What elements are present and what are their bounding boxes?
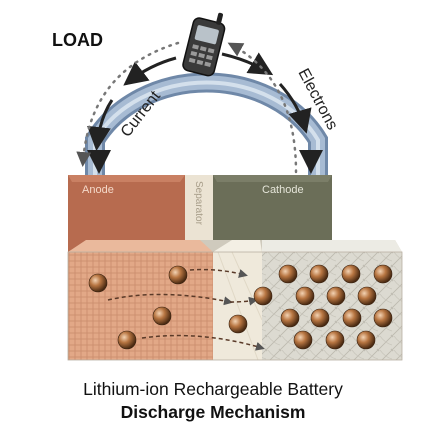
separator-label: Separator — [193, 181, 204, 226]
cathode-label: Cathode — [262, 184, 304, 196]
ion-flow-arrows — [107, 268, 265, 351]
anode-block — [68, 240, 213, 360]
caption-subtitle: Discharge Mechanism — [120, 402, 306, 422]
lithium-ions — [88, 264, 393, 350]
phone-icon — [182, 12, 226, 77]
electron-flow-dots — [76, 41, 298, 174]
load-label: LOAD — [52, 30, 103, 50]
current-arrows — [87, 52, 323, 174]
anode-label: Anode — [82, 184, 114, 196]
caption-title: Lithium-ion Rechargeable Battery — [83, 379, 343, 399]
